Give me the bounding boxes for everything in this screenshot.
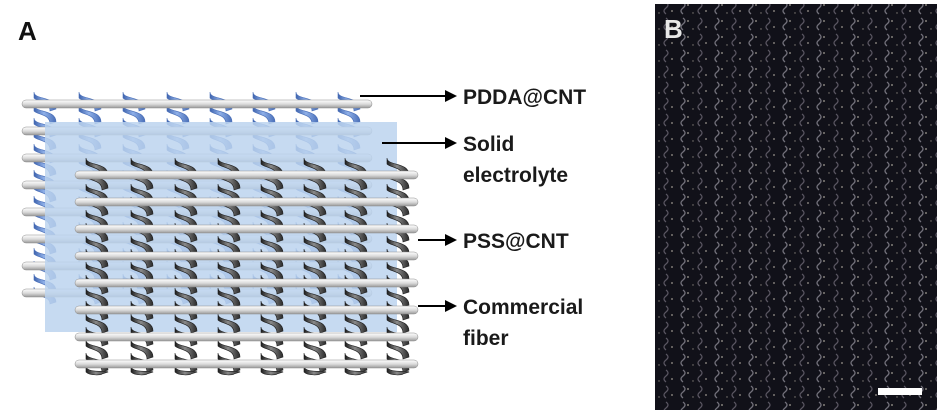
fabric-photo: B — [655, 4, 937, 410]
commercial-fiber-thread — [74, 224, 419, 234]
fabric-photo-shade — [655, 4, 937, 410]
pss-cnt-yarn — [217, 157, 241, 376]
commercial-fiber-thread — [74, 251, 419, 261]
commercial-fiber-thread — [21, 99, 373, 109]
callout-label-line: fiber — [463, 327, 509, 350]
panel-a-letter: A — [18, 16, 37, 46]
commercial-fiber-thread — [74, 359, 419, 369]
callout-label-line: Commercial — [463, 296, 583, 319]
callout-arrow-head — [445, 90, 457, 102]
callout-label-line: PSS@CNT — [463, 230, 569, 253]
commercial-fiber-thread — [74, 197, 419, 207]
callout-arrow-head — [445, 137, 457, 149]
callout-electrolyte: Solid electrolyte — [382, 133, 568, 187]
callout-label-line: Solid — [463, 133, 514, 156]
pss-cnt-fabric-layer — [74, 157, 419, 376]
callout-fiber: Commercial fiber — [418, 296, 583, 350]
fabric-schematic — [21, 91, 419, 376]
callout-pdda: PDDA@CNT — [360, 86, 586, 109]
fabric-photo-texture — [655, 4, 937, 410]
commercial-fiber-thread — [74, 305, 419, 315]
callout-pss: PSS@CNT — [418, 230, 569, 253]
commercial-fiber-thread — [74, 278, 419, 288]
callout-arrow-head — [445, 300, 457, 312]
callout-label-line: PDDA@CNT — [463, 86, 586, 109]
commercial-fiber-thread — [74, 332, 419, 342]
commercial-fiber-thread — [74, 170, 419, 180]
pss-cnt-yarn — [386, 157, 410, 376]
panel-b-letter: B — [664, 14, 683, 44]
scale-bar — [878, 388, 922, 395]
callout-arrow-head — [445, 234, 457, 246]
callout-label-line: electrolyte — [463, 164, 568, 187]
